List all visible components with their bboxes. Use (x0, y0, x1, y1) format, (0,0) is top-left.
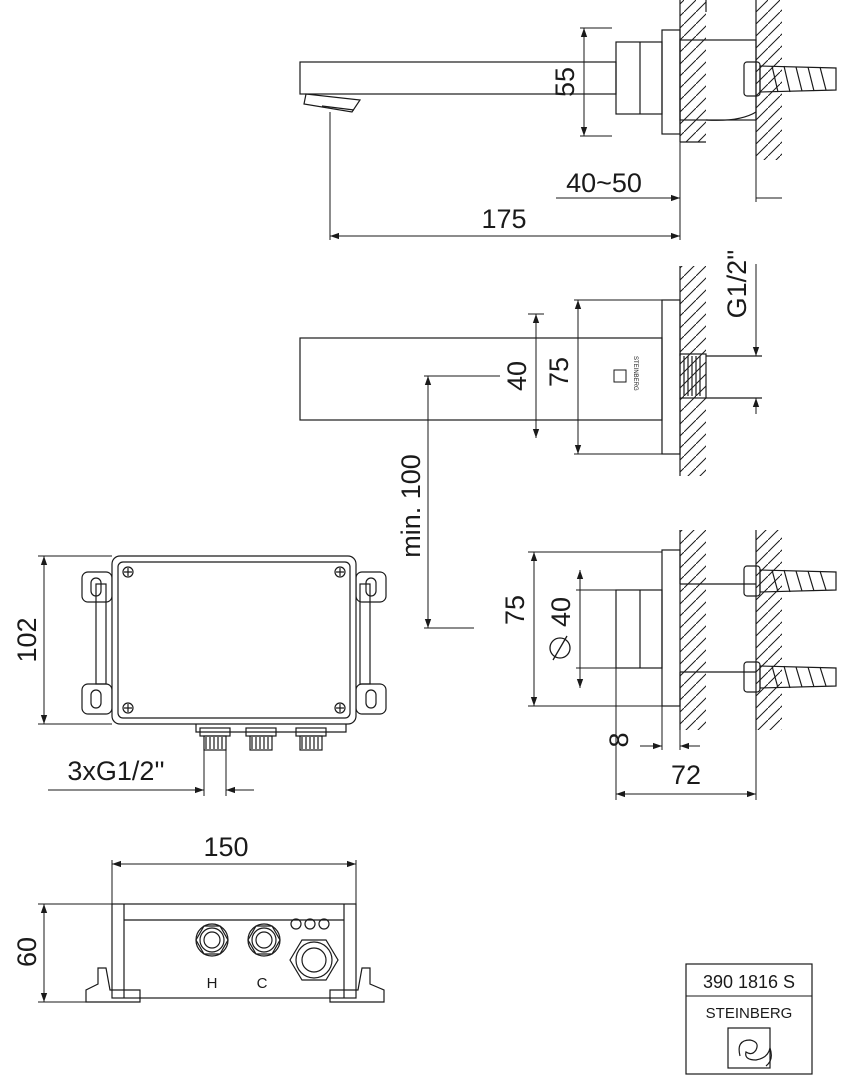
dim-rosette-75: 75 (500, 595, 530, 625)
dim-box-height-102: 102 (12, 617, 42, 662)
mounting-lug-bottom-left (81, 683, 113, 715)
fitting-hot (195, 923, 229, 957)
box-bottom-view (85, 903, 385, 1003)
box-front-dimensions (38, 555, 254, 796)
dim-height-75: 75 (544, 357, 574, 387)
rosette-view (615, 530, 837, 730)
box-front-view (81, 555, 387, 751)
mounting-lug-bottom-right (355, 683, 387, 715)
rosette-dimensions (528, 551, 757, 800)
foot-left (85, 967, 141, 1003)
steinberg-logo-icon (727, 1027, 772, 1069)
dim-thread-g12: G1/2'' (722, 250, 752, 319)
svg-text:STEINBERG: STEINBERG (632, 356, 638, 391)
dim-connections: 3xG1/2'' (67, 756, 164, 786)
port-cold (245, 727, 277, 751)
dim-diameter-40: 40 (546, 597, 576, 627)
dim-height-40: 40 (502, 361, 532, 391)
spout-side-view (299, 266, 762, 476)
dim-wall-range: 40~50 (566, 168, 642, 198)
mounting-lug-top-left (81, 571, 113, 603)
title-block: 390 1816 S STEINBERG (685, 963, 813, 1075)
spout-top-view (299, 0, 837, 160)
label-hot: H (207, 975, 218, 992)
article-number: 390 1816 S (703, 972, 795, 992)
spout-side-dimensions (424, 264, 760, 629)
dim-box-width-150: 150 (203, 832, 248, 862)
anchor-bolt-upper (743, 565, 837, 597)
brand-mark-small: STEINBERG (613, 356, 638, 391)
foot-right (329, 967, 385, 1003)
anchor-bolt-lower (743, 661, 837, 693)
fitting-cold (247, 923, 281, 957)
box-bottom-dimensions (38, 860, 357, 1003)
port-hot (199, 727, 231, 751)
dim-height-55: 55 (550, 67, 580, 97)
port-outlet (295, 727, 327, 751)
diameter-symbol-icon (549, 635, 571, 661)
spout-top-dimensions (329, 27, 782, 240)
indicator-dots (290, 918, 330, 930)
dim-plate-8: 8 (604, 732, 634, 747)
label-cold: C (257, 975, 268, 992)
brand-name: STEINBERG (706, 1005, 793, 1022)
dim-length-175: 175 (481, 204, 526, 234)
anchor-bolt (743, 61, 837, 97)
dim-depth-72: 72 (671, 760, 701, 790)
threaded-nipple (679, 353, 707, 399)
dim-min-100: min. 100 (396, 454, 426, 558)
cover-screws (122, 566, 346, 714)
fitting-outlet (289, 939, 339, 981)
dim-box-depth-60: 60 (12, 937, 42, 967)
